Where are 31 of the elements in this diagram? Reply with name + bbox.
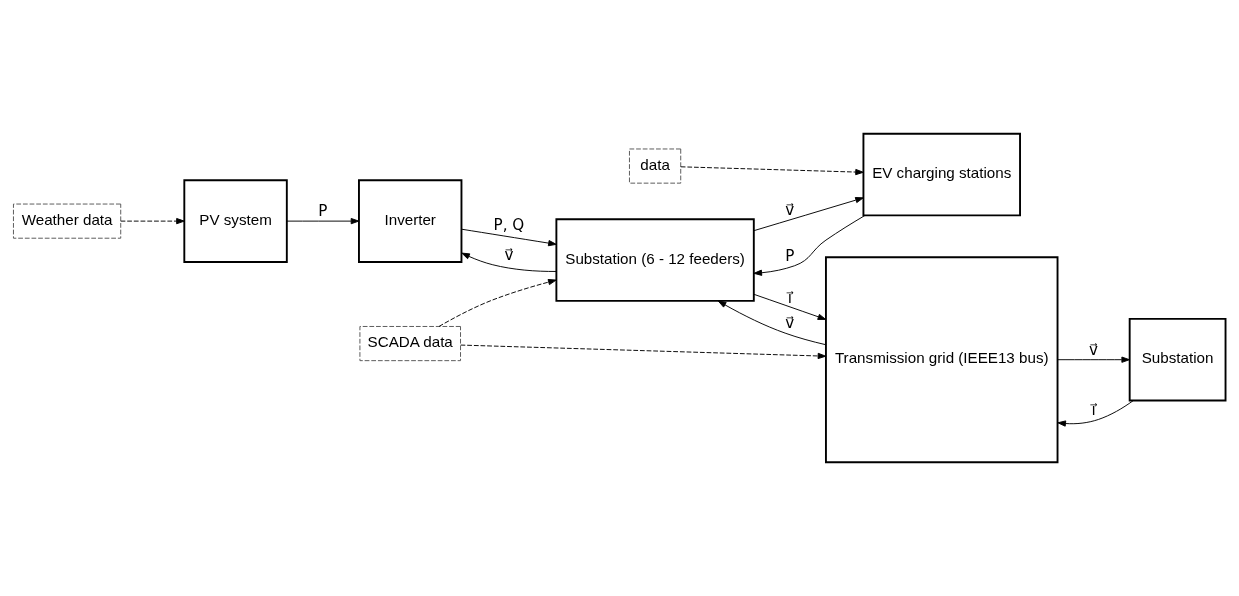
node-box: Substation <box>1128 317 1227 402</box>
arrow <box>120 218 185 225</box>
arrow <box>753 215 866 276</box>
arrow <box>460 344 827 360</box>
arrow <box>1057 356 1130 363</box>
node-box: Weather data <box>13 203 122 239</box>
node-box: PV system <box>183 179 288 263</box>
arrow <box>753 293 827 320</box>
node-box: EV charging stations <box>862 132 1021 217</box>
edge-label: P <box>318 202 328 221</box>
edge-label: v⃗ <box>504 245 514 264</box>
arrow <box>461 252 557 272</box>
arrow <box>461 228 557 247</box>
edge-label: P, Q <box>493 216 525 235</box>
arrow <box>680 166 864 176</box>
edge-label: v⃗ <box>785 201 795 220</box>
node-box: Inverter <box>358 179 463 263</box>
edge-label: i⃗ <box>787 288 792 307</box>
edge-label: v⃗ <box>785 314 795 333</box>
edge-label: P <box>785 246 795 265</box>
arrow <box>753 197 864 232</box>
edge-label: v⃗ <box>1089 340 1099 359</box>
arrow <box>286 218 360 225</box>
node-box: data <box>629 148 682 184</box>
arrow <box>717 300 827 346</box>
arrow <box>1057 400 1134 427</box>
edge-label: i⃗ <box>1091 400 1096 419</box>
node-box: Transmission grid (IEEE13 bus) <box>825 256 1059 464</box>
arrow <box>438 279 557 327</box>
node-box: Substation (6 - 12 feeders) <box>555 218 755 302</box>
node-box: SCADA data <box>359 326 461 362</box>
